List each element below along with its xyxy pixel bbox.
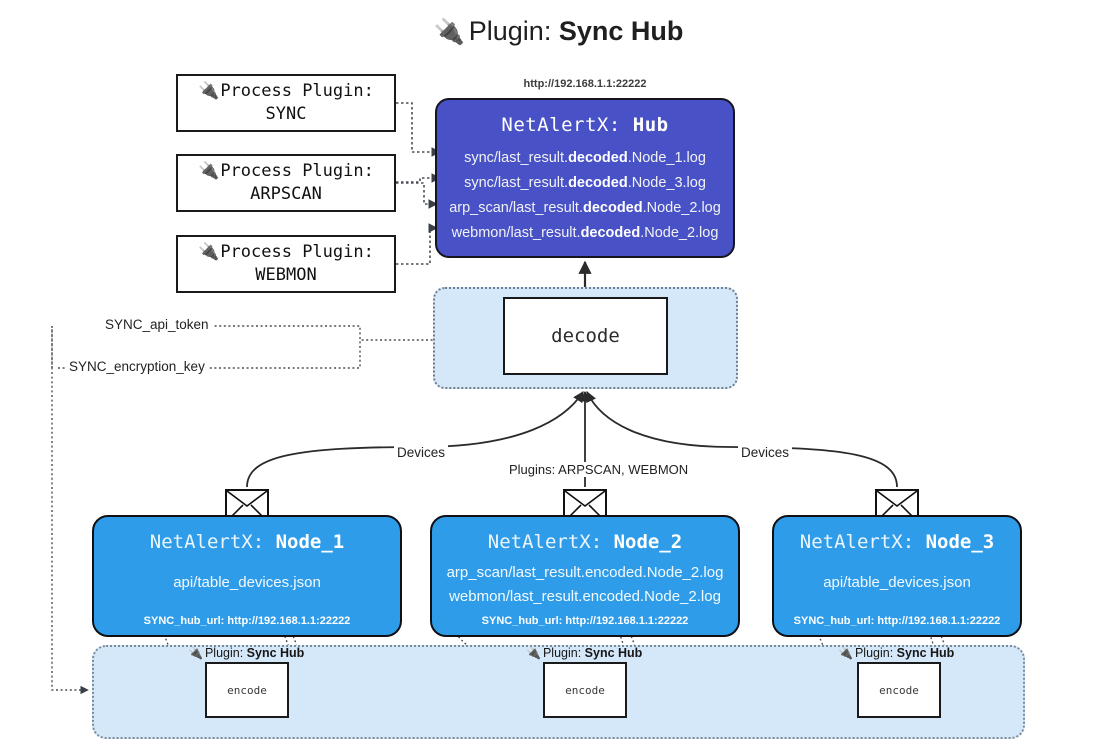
plugin-tag-node-1: 🔌Plugin: Sync Hub xyxy=(188,646,305,660)
plug-icon: 🔌 xyxy=(198,242,220,263)
plug-icon: 🔌 xyxy=(198,81,220,102)
plug-icon: 🔌 xyxy=(188,646,203,660)
process-plugin-arpscan-name: ARPSCAN xyxy=(250,184,322,204)
process-plugin-webmon-name: WEBMON xyxy=(255,265,317,285)
plug-icon: 🔌 xyxy=(838,646,853,660)
node-1-line: api/table_devices.json xyxy=(173,574,321,591)
node-1-title: NetAlertX: Node_1 xyxy=(149,531,345,553)
encode-label: encode xyxy=(879,683,919,697)
encode-label: encode xyxy=(565,683,605,697)
plugins-label-center: Plugins: ARPSCAN, WEBMON xyxy=(506,462,692,477)
process-plugin-sync[interactable]: 🔌Process Plugin: SYNC xyxy=(176,74,396,132)
node-2-title: NetAlertX: Node_2 xyxy=(487,531,683,553)
page-title: 🔌Plugin: Sync Hub xyxy=(0,16,1117,47)
process-plugin-sync-name: SYNC xyxy=(265,104,307,124)
node-2-line: webmon/last_result.encoded.Node_2.log xyxy=(449,588,721,605)
decode-label: decode xyxy=(551,325,620,347)
netalertx-node-2[interactable]: NetAlertX: Node_2 arp_scan/last_result.e… xyxy=(430,515,740,637)
encode-box-node-2[interactable]: encode xyxy=(543,662,627,718)
sync-encryption-key-label: SYNC_encryption_key xyxy=(66,359,208,374)
process-plugin-webmon[interactable]: 🔌Process Plugin: WEBMON xyxy=(176,235,396,293)
hub-log-line: sync/last_result.decoded.Node_3.log xyxy=(464,174,706,191)
hub-log-line: sync/last_result.decoded.Node_1.log xyxy=(464,150,706,166)
hub-log-line: webmon/last_result.decoded.Node_2.log xyxy=(451,224,719,241)
devices-label-right: Devices xyxy=(738,445,793,460)
plug-icon: 🔌 xyxy=(198,161,220,182)
plug-icon: 🔌 xyxy=(526,646,541,660)
plugin-tag-node-3: 🔌Plugin: Sync Hub xyxy=(838,646,955,660)
hub-url-label: http://192.168.1.1:22222 xyxy=(523,78,647,90)
node-3-title: NetAlertX: Node_3 xyxy=(799,531,995,553)
node-2-hub-url: SYNC_hub_url: http://192.168.1.1:22222 xyxy=(481,615,689,627)
process-plugin-arpscan[interactable]: 🔌Process Plugin: ARPSCAN xyxy=(176,154,396,212)
netalertx-hub[interactable]: NetAlertX: Hub sync/last_result.decoded.… xyxy=(435,98,735,258)
title-name: Sync Hub xyxy=(558,16,684,46)
hub-title: NetAlertX: Hub xyxy=(501,114,669,136)
process-plugin-sync-label: 🔌Process Plugin: xyxy=(198,81,374,102)
node-3-line: api/table_devices.json xyxy=(823,574,971,591)
node-2-line: arp_scan/last_result.encoded.Node_2.log xyxy=(446,564,724,581)
plugin-tag-node-2: 🔌Plugin: Sync Hub xyxy=(526,646,643,660)
title-prefix: Plugin: xyxy=(468,16,559,46)
node-1-hub-url: SYNC_hub_url: http://192.168.1.1:22222 xyxy=(143,615,351,627)
devices-label-left: Devices xyxy=(394,445,449,460)
decode-box[interactable]: decode xyxy=(503,297,668,375)
process-plugin-arpscan-label: 🔌Process Plugin: xyxy=(198,161,374,182)
hub-log-line: arp_scan/last_result.decoded.Node_2.log xyxy=(449,199,721,216)
encode-box-node-1[interactable]: encode xyxy=(205,662,289,718)
encode-label: encode xyxy=(227,683,267,697)
plug-icon: 🔌 xyxy=(433,18,465,46)
netalertx-node-3[interactable]: NetAlertX: Node_3 api/table_devices.json… xyxy=(772,515,1022,637)
node-3-hub-url: SYNC_hub_url: http://192.168.1.1:22222 xyxy=(793,615,1001,627)
netalertx-node-1[interactable]: NetAlertX: Node_1 api/table_devices.json… xyxy=(92,515,402,637)
encode-box-node-3[interactable]: encode xyxy=(857,662,941,718)
process-plugin-webmon-label: 🔌Process Plugin: xyxy=(198,242,374,263)
sync-api-token-label: SYNC_api_token xyxy=(102,317,212,332)
